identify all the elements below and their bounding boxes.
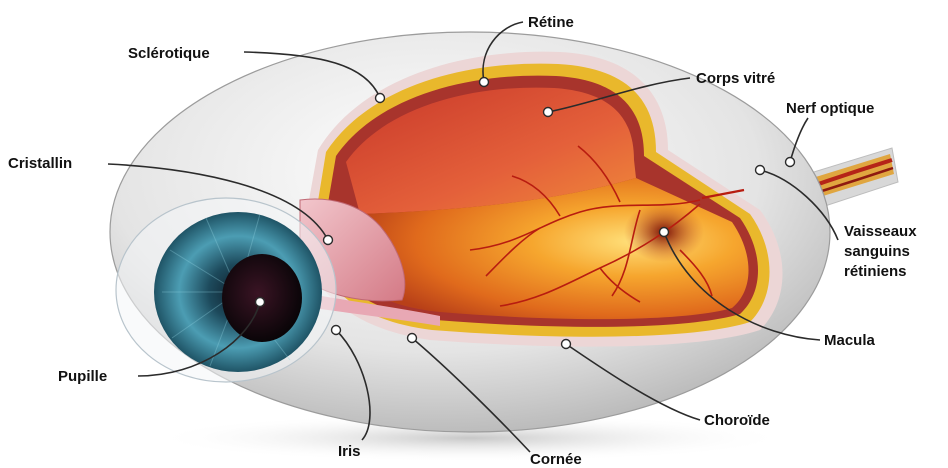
- dot-choroide: [562, 340, 571, 349]
- label-pupille: Pupille: [58, 368, 107, 385]
- label-corps-vitre: Corps vitré: [696, 70, 775, 87]
- label-sclerotique: Sclérotique: [128, 45, 210, 62]
- label-vaisseaux-2: sanguins: [844, 243, 910, 260]
- dot-retine: [480, 78, 489, 87]
- dot-vaisseaux: [756, 166, 765, 175]
- label-retine: Rétine: [528, 14, 574, 31]
- label-macula: Macula: [824, 332, 876, 349]
- label-choroide: Choroïde: [704, 412, 770, 429]
- label-cornee: Cornée: [530, 451, 582, 468]
- label-vaisseaux-3: rétiniens: [844, 263, 907, 280]
- dot-macula: [660, 228, 669, 237]
- label-nerf-optique: Nerf optique: [786, 100, 874, 117]
- dot-sclerotique: [376, 94, 385, 103]
- dot-iris: [332, 326, 341, 335]
- dot-cristallin: [324, 236, 333, 245]
- label-vaisseaux-1: Vaisseaux: [844, 223, 917, 240]
- dot-cornee: [408, 334, 417, 343]
- dot-pupille: [256, 298, 265, 307]
- label-iris: Iris: [338, 443, 361, 460]
- dot-nerf-optique: [786, 158, 795, 167]
- dot-corps-vitre: [544, 108, 553, 117]
- front-eye: [116, 198, 336, 382]
- label-cristallin: Cristallin: [8, 155, 72, 172]
